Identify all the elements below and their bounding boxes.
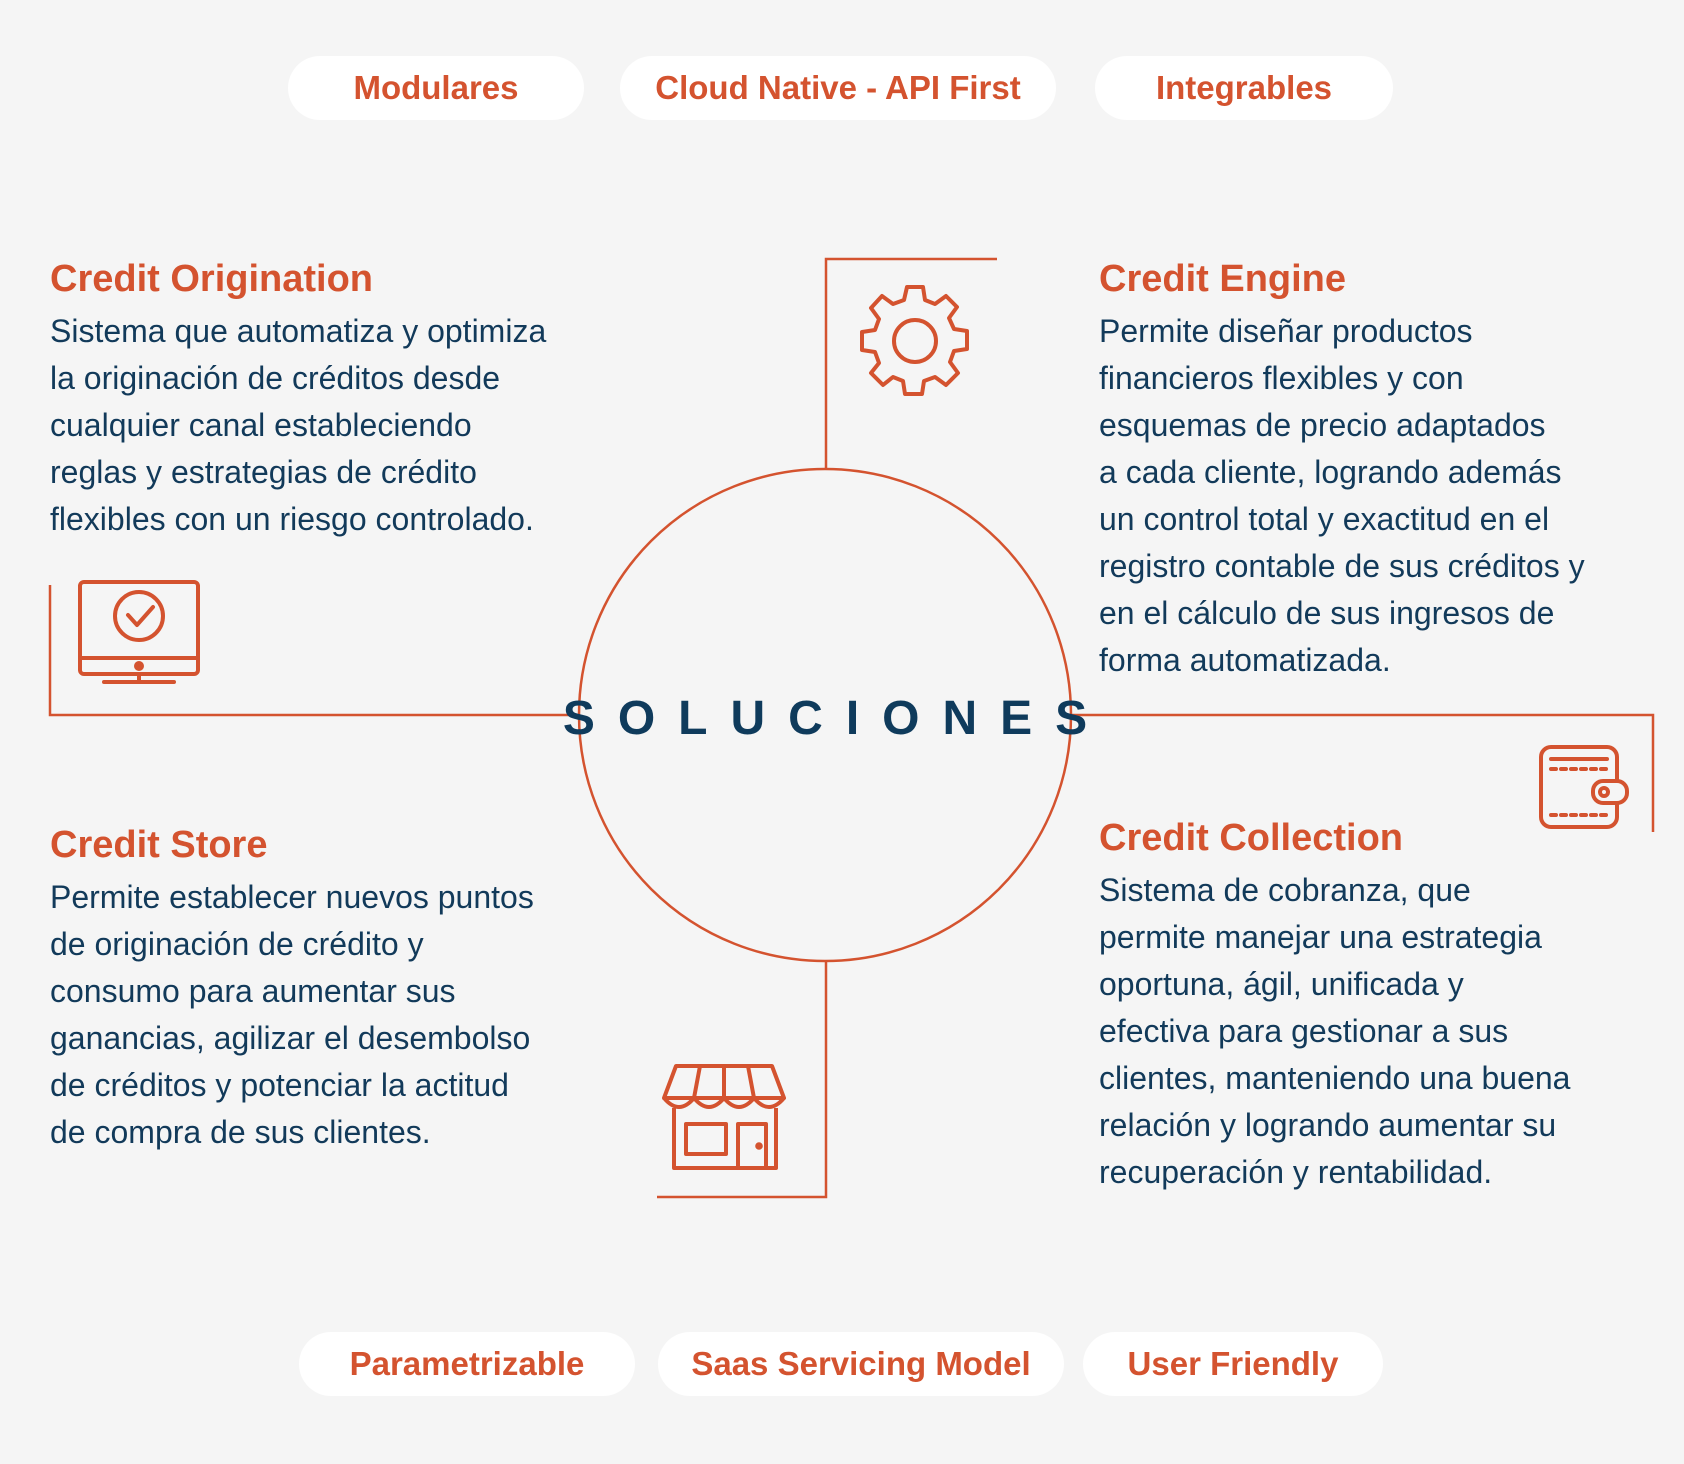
block-text: Permite establecer nuevos puntos de orig… (50, 879, 534, 1150)
pill-parametrizable: Parametrizable (299, 1332, 635, 1396)
block-text: Sistema que automatiza y optimiza la ori… (50, 313, 547, 537)
monitor-check-icon (78, 580, 200, 684)
connector-right (1071, 713, 1655, 832)
block-text: Sistema de cobranza, que permite manejar… (1099, 872, 1571, 1190)
pill-modulares: Modulares (288, 56, 584, 120)
storefront-icon (662, 1064, 786, 1170)
connector-left (48, 585, 579, 717)
block-credit-engine: Credit Engine Permite diseñar productos … (1099, 256, 1679, 684)
block-title: Credit Origination (50, 258, 373, 300)
block-title: Credit Collection (1099, 817, 1404, 859)
wallet-icon (1539, 745, 1629, 829)
pill-user-friendly: User Friendly (1083, 1332, 1383, 1396)
center-title: SOLUCIONES (562, 691, 1111, 745)
connector-bottom (657, 962, 828, 1199)
block-title: Credit Store (50, 824, 268, 866)
block-credit-store: Credit Store Permite establecer nuevos p… (50, 822, 650, 1156)
pill-saas-servicing: Saas Servicing Model (658, 1332, 1064, 1396)
block-title: Credit Engine (1099, 258, 1347, 300)
block-text: Permite diseñar productos financieros fl… (1099, 313, 1585, 678)
block-credit-origination: Credit Origination Sistema que automatiz… (50, 256, 650, 543)
pill-integrables: Integrables (1095, 56, 1393, 120)
pill-cloud-native: Cloud Native - API First (620, 56, 1056, 120)
connector-top (824, 257, 997, 468)
gear-icon (860, 285, 969, 396)
block-credit-collection: Credit Collection Sistema de cobranza, q… (1099, 815, 1679, 1196)
